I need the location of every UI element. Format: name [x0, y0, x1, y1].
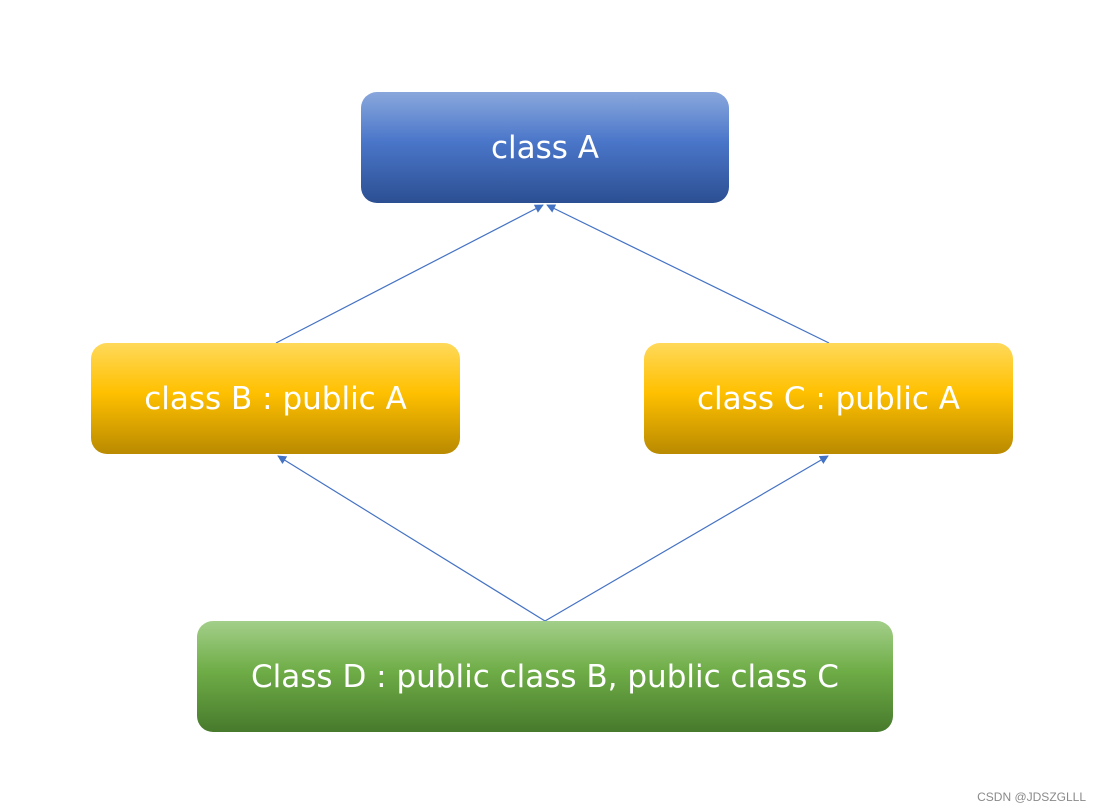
class-b-box: class B : public A: [91, 343, 460, 454]
class-d-label: Class D : public class B, public class C: [251, 658, 839, 695]
class-c-box: class C : public A: [644, 343, 1013, 454]
class-a-label: class A: [490, 129, 599, 166]
class-c-label: class C : public A: [697, 380, 960, 417]
class-a-box: class A: [361, 92, 729, 203]
edge-d-to-b: [277, 455, 546, 622]
watermark: CSDN @JDSZGLLL: [977, 790, 1086, 804]
edge-b-to-a: [275, 204, 544, 344]
edge-d-to-c: [544, 455, 829, 622]
edge-c-to-a: [546, 204, 830, 344]
class-b-label: class B : public A: [144, 380, 407, 417]
class-d-box: Class D : public class B, public class C: [197, 621, 893, 732]
